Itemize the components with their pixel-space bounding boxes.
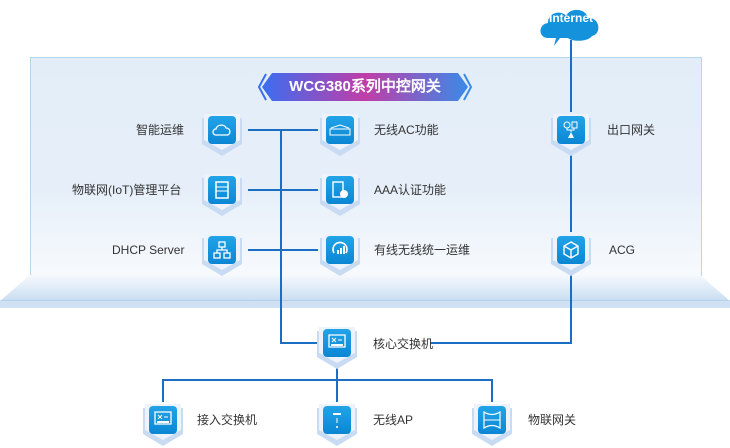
label-iot-gateway: 物联网关 (528, 413, 577, 427)
internet-cloud[interactable] (536, 4, 606, 48)
access-point-icon (323, 406, 351, 434)
node-dhcp-server[interactable] (200, 232, 244, 278)
label-acg: ACG (609, 243, 636, 257)
cloud-icon (208, 116, 236, 144)
label-core-switch: 核心交换机 (373, 337, 434, 351)
node-egress-gateway[interactable] (549, 112, 593, 158)
panel-base (0, 275, 730, 308)
switch-icon (323, 329, 351, 357)
network-tree-icon (208, 236, 236, 264)
label-smart-ops: 智能运维 (136, 123, 185, 137)
ac-controller-icon (326, 116, 354, 144)
label-iot-platform: 物联网(IoT)管理平台 (72, 183, 182, 197)
label-unified-ops: 有线无线统一运维 (374, 243, 471, 257)
node-unified-ops[interactable] (318, 232, 362, 278)
label-dhcp-server: DHCP Server (112, 243, 185, 257)
label-aaa-auth: AAA认证功能 (374, 183, 447, 197)
node-iot-platform[interactable] (200, 172, 244, 218)
label-wireless-ap: 无线AP (373, 413, 414, 427)
gateway-icon (557, 116, 585, 144)
node-wireless-ap[interactable] (315, 402, 359, 448)
title-banner (258, 73, 472, 101)
node-iot-gateway[interactable] (470, 402, 514, 448)
label-access-switch: 接入交换机 (197, 413, 258, 427)
cube-icon (557, 236, 585, 264)
auth-server-icon (326, 176, 354, 204)
node-access-switch[interactable] (141, 402, 185, 448)
node-wireless-ac[interactable] (318, 112, 362, 158)
internet-label: Internet (548, 11, 593, 25)
iot-gateway-icon (478, 406, 506, 434)
node-smart-ops[interactable] (200, 112, 244, 158)
page-title: WCG380系列中控网关 (289, 78, 441, 95)
node-acg[interactable] (549, 232, 593, 278)
label-egress-gateway: 出口网关 (607, 123, 656, 137)
label-wireless-ac: 无线AC功能 (374, 123, 439, 137)
switch-icon (149, 406, 177, 434)
node-core-switch[interactable] (315, 325, 359, 371)
node-aaa-auth[interactable] (318, 172, 362, 218)
refresh-chart-icon (326, 236, 354, 264)
server-icon (208, 176, 236, 204)
